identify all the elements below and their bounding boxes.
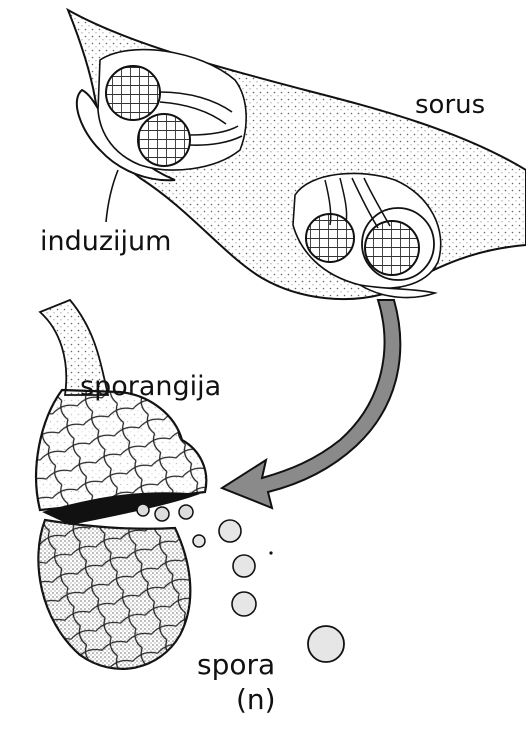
- induzijum-leader-line: [106, 170, 118, 222]
- label-spora: spora: [197, 651, 275, 679]
- label-induzijum: induzijum: [40, 228, 171, 255]
- label-sorus: sorus: [415, 92, 485, 118]
- spore: [233, 555, 255, 577]
- spore: [179, 505, 193, 519]
- label-ploidy: (n): [236, 686, 276, 714]
- spore: [232, 592, 256, 616]
- spore: [219, 520, 241, 542]
- spore: [193, 535, 205, 547]
- curved-arrow-icon: [222, 300, 400, 508]
- label-sporangija: sporangija: [80, 373, 221, 400]
- spore: [269, 551, 272, 554]
- spore: [155, 507, 169, 521]
- spore: [308, 626, 344, 662]
- spore: [137, 504, 149, 516]
